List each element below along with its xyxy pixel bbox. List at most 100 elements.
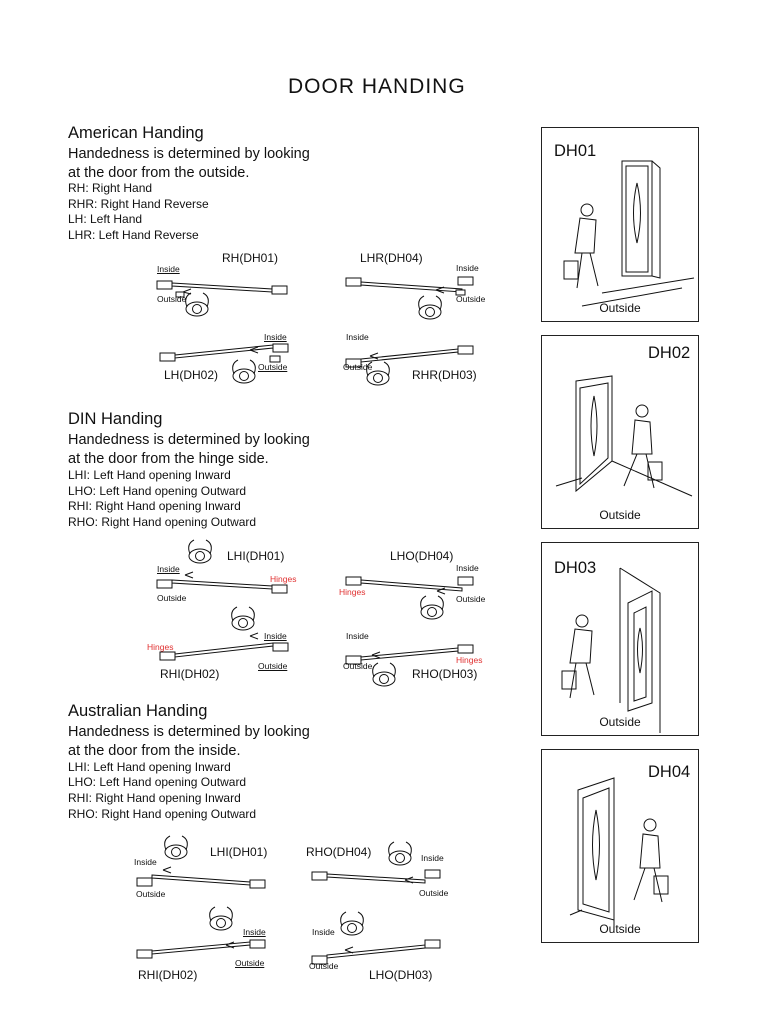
page-title: DOOR HANDING	[288, 75, 466, 98]
door-panel-dh02-code: DH02	[648, 344, 691, 362]
australian-diagram-lho-label: LHO(DH03)	[369, 968, 433, 982]
din-item-lho: LHO: Left Hand opening Outward	[68, 484, 247, 498]
australian-item-rhi: RHI: Right Hand opening Inward	[68, 791, 241, 805]
person-icon	[418, 295, 442, 320]
american-diagram-rhr	[345, 345, 474, 386]
din-diagram-rhi-label: RHI(DH02)	[160, 667, 220, 681]
american-diagram-rhr-label: RHR(DH03)	[412, 368, 477, 382]
door-panel-dh01-code: DH01	[554, 142, 597, 160]
door-panel-dh02-caption: Outside	[599, 508, 641, 522]
american-diagram-rh-label: RH(DH01)	[222, 251, 279, 265]
person-illustration	[633, 818, 669, 903]
din-diagram-lho-label: LHO(DH04)	[390, 549, 454, 563]
person-icon	[340, 911, 364, 936]
door-panel-dh02: DH02 Outside	[541, 335, 699, 529]
din-diagram-rhi-inside: Inside	[264, 631, 287, 641]
din-diagram-rhi-outside: Outside	[258, 661, 288, 671]
din-item-rho: RHO: Right Hand opening Outward	[68, 515, 257, 529]
australian-diagram-lhi	[136, 835, 266, 889]
door-panel-dh01-caption: Outside	[599, 301, 641, 315]
din-diagram-rho-hinges: Hinges	[456, 655, 483, 665]
person-icon	[185, 292, 209, 317]
person-icon	[164, 835, 188, 860]
american-desc-line-1: Handedness is determined by looking	[68, 146, 310, 162]
american-desc-line-2: at the door from the outside.	[68, 165, 250, 181]
australian-diagram-rho-outside: Outside	[419, 888, 449, 898]
american-diagram-lhr	[345, 276, 474, 320]
din-diagram-lhi-label: LHI(DH01)	[227, 549, 285, 563]
australian-diagram-rhi-outside: Outside	[235, 958, 265, 968]
person-icon	[188, 539, 212, 564]
american-item-rhr: RHR: Right Hand Reverse	[68, 197, 209, 211]
person-illustration	[623, 404, 663, 489]
din-diagram-lho-outside: Outside	[456, 594, 486, 604]
door-panel-dh03-code: DH03	[554, 559, 597, 577]
din-diagram-lho-hinges: Hinges	[339, 587, 366, 597]
door-illustration-dh02	[555, 375, 693, 497]
american-heading: American Handing	[68, 124, 204, 142]
australian-diagram-rhi-inside: Inside	[243, 927, 266, 937]
din-diagram-rho-outside: Outside	[343, 661, 373, 671]
american-diagram-lh-label: LH(DH02)	[164, 368, 219, 382]
door-panel-dh03: DH03 Outside	[541, 542, 699, 736]
din-diagram-lhi-outside: Outside	[157, 593, 187, 603]
australian-item-rho: RHO: Right Hand opening Outward	[68, 807, 257, 821]
australian-diagram-rho	[311, 841, 441, 884]
din-diagram-rhi	[159, 606, 289, 661]
person-icon	[209, 906, 233, 931]
door-panel-dh03-caption: Outside	[599, 715, 641, 729]
din-diagram-rho	[345, 644, 474, 687]
american-item-lh: LH: Left Hand	[68, 212, 143, 226]
australian-diagram-lhi-inside: Inside	[134, 857, 157, 867]
door-panel-dh04-caption: Outside	[599, 922, 641, 936]
person-icon	[231, 606, 255, 631]
din-diagram-rho-inside: Inside	[346, 631, 369, 641]
door-panel-dh04-code: DH04	[648, 763, 691, 781]
person-icon	[232, 359, 256, 384]
person-icon	[372, 662, 396, 687]
american-diagram-rh-inside: Inside	[157, 264, 180, 274]
din-diagram-lho	[345, 576, 474, 620]
din-desc-line-2: at the door from the hinge side.	[68, 451, 269, 467]
australian-diagram-lho	[311, 911, 441, 965]
australian-diagram-rhi-label: RHI(DH02)	[138, 968, 198, 982]
american-diagram-lh-outside: Outside	[258, 362, 288, 372]
din-heading: DIN Handing	[68, 410, 163, 428]
american-diagram-rh-outside: Outside	[157, 294, 187, 304]
american-diagram-lh	[159, 343, 289, 384]
din-desc-line-1: Handedness is determined by looking	[68, 432, 310, 448]
door-panel-dh01: DH01 Outside	[541, 127, 699, 322]
american-item-rh: RH: Right Hand	[68, 181, 153, 195]
australian-diagram-rhi	[136, 906, 266, 959]
din-diagram-lho-inside: Inside	[456, 563, 479, 573]
american-diagram-lhr-outside: Outside	[456, 294, 486, 304]
door-illustration-dh04	[569, 777, 669, 930]
american-diagram-lh-inside: Inside	[264, 332, 287, 342]
person-illustration	[561, 614, 595, 699]
australian-item-lho: LHO: Left Hand opening Outward	[68, 775, 247, 789]
din-diagram-lhi-hinges: Hinges	[270, 574, 297, 584]
door-panel-dh04: DH04 Outside	[541, 749, 699, 943]
american-item-lhr: LHR: Left Hand Reverse	[68, 228, 199, 242]
door-illustration-dh03	[561, 567, 661, 733]
australian-diagram-lhi-label: LHI(DH01)	[210, 845, 268, 859]
din-diagram-lhi	[156, 539, 288, 594]
australian-heading: Australian Handing	[68, 702, 208, 720]
door-illustration-dh01	[563, 160, 695, 307]
person-icon	[388, 841, 412, 866]
din-item-rhi: RHI: Right Hand opening Inward	[68, 499, 241, 513]
australian-item-lhi: LHI: Left Hand opening Inward	[68, 760, 231, 774]
american-diagram-rhr-inside: Inside	[346, 332, 369, 342]
din-diagram-lhi-inside: Inside	[157, 564, 180, 574]
australian-desc-line-1: Handedness is determined by looking	[68, 724, 310, 740]
american-diagram-lhr-inside: Inside	[456, 263, 479, 273]
australian-diagram-rho-inside: Inside	[421, 853, 444, 863]
australian-diagram-lho-outside: Outside	[309, 961, 339, 971]
american-diagram-rhr-outside: Outside	[343, 362, 373, 372]
din-diagram-rhi-hinges: Hinges	[147, 642, 174, 652]
person-icon	[420, 595, 444, 620]
american-diagram-rh	[156, 280, 288, 317]
australian-desc-line-2: at the door from the inside.	[68, 743, 241, 759]
australian-diagram-rho-label: RHO(DH04)	[306, 845, 372, 859]
